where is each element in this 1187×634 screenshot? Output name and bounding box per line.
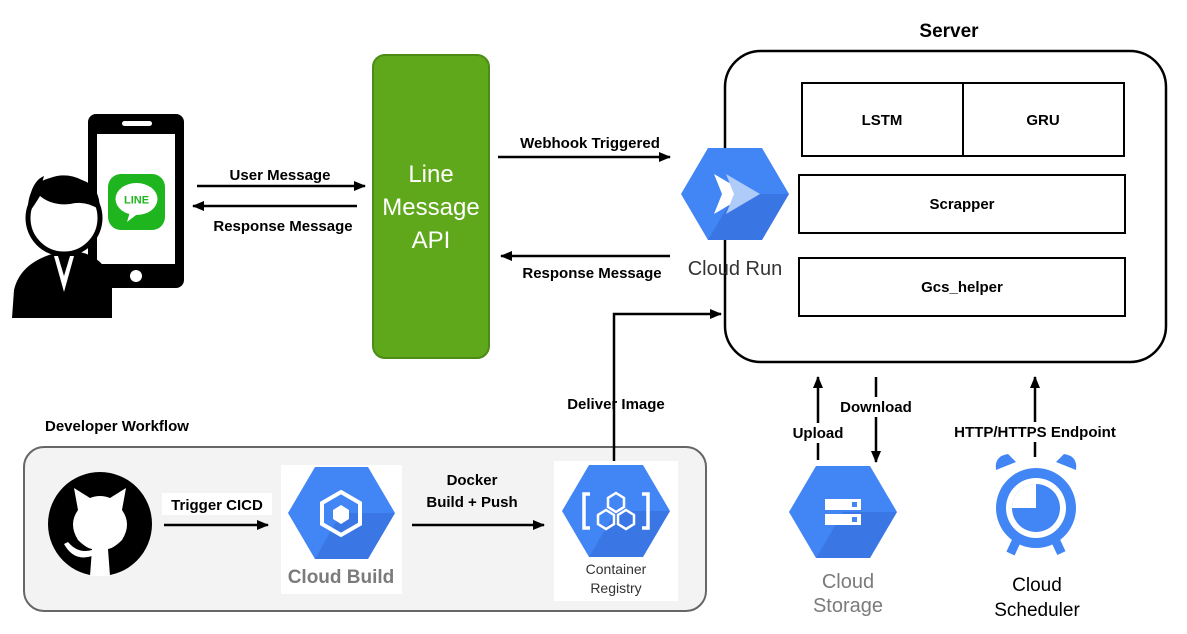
cloud-build-label: Cloud Build — [288, 567, 395, 588]
cloud-build-node: Cloud Build — [281, 465, 402, 594]
developer-workflow-box: Trigger CICD Cloud Build Docker Build + … — [23, 446, 707, 612]
response-message-right-label: Response Message — [522, 265, 661, 282]
module-lstm: LSTM — [801, 82, 964, 157]
response-message-right-connection: Response Message — [500, 251, 670, 282]
container-registry-node: Container Registry — [554, 461, 678, 601]
module-gcs-helper-label: Gcs_helper — [921, 279, 1003, 296]
trigger-cicd-connection: Trigger CICD — [162, 493, 272, 530]
download-connection: Download — [831, 377, 919, 463]
response-message-left-label: Response Message — [213, 218, 352, 235]
developer-workflow-title: Developer Workflow — [45, 418, 189, 435]
line-api-title-line1: Line — [408, 161, 453, 188]
line-message-api-box: Line Message API — [372, 54, 490, 359]
user-message-label: User Message — [230, 167, 331, 184]
module-scrapper-label: Scrapper — [929, 196, 994, 213]
module-gru-label: GRU — [1026, 112, 1059, 129]
module-gcs-helper: Gcs_helper — [798, 257, 1126, 317]
cloud-storage-label-line1: Cloud — [822, 571, 874, 593]
line-api-title-line3: API — [412, 227, 451, 254]
cloud-build-icon — [288, 467, 395, 559]
docker-label-line1: Docker — [447, 472, 498, 489]
http-endpoint-label: HTTP/HTTPS Endpoint — [954, 424, 1116, 441]
cloud-run-label: Cloud Run — [688, 258, 783, 280]
module-lstm-label: LSTM — [862, 112, 903, 129]
webhook-triggered-label: Webhook Triggered — [520, 135, 660, 152]
cloud-storage-label-line2: Storage — [813, 595, 883, 617]
user-with-phone: LINE — [12, 114, 184, 318]
upload-connection: Upload — [785, 376, 851, 460]
module-gru: GRU — [962, 82, 1125, 157]
trigger-cicd-label: Trigger CICD — [171, 497, 263, 514]
line-api-title-line2: Message — [382, 194, 479, 221]
docker-label-line2: Build + Push — [426, 494, 517, 511]
server-title: Server — [919, 21, 979, 42]
cloud-scheduler-label-line2: Scheduler — [994, 600, 1080, 621]
container-registry-icon — [562, 465, 670, 557]
cloud-scheduler-node: Cloud Scheduler — [994, 454, 1080, 621]
response-message-left-connection: Response Message — [192, 201, 357, 235]
cloud-scheduler-label-line1: Cloud — [1012, 575, 1062, 596]
cloud-scheduler-icon — [995, 454, 1077, 556]
line-app-icon: LINE — [108, 174, 165, 230]
container-registry-label-line1: Container — [586, 561, 647, 577]
github-icon — [48, 472, 152, 576]
http-endpoint-connection: HTTP/HTTPS Endpoint — [938, 376, 1132, 457]
download-label: Download — [840, 399, 912, 416]
person-icon — [12, 175, 112, 318]
deliver-image-connection: Deliver Image — [567, 309, 722, 461]
cloud-storage-node: Cloud Storage — [789, 466, 897, 617]
cloud-run-node: Cloud Run — [681, 148, 789, 280]
webhook-connection: Webhook Triggered — [498, 135, 671, 162]
user-message-connection: User Message — [197, 167, 366, 191]
server-box: Server LSTM GRU Scrapper Gcs_helper — [723, 21, 1168, 364]
upload-label: Upload — [793, 425, 844, 442]
line-app-badge-text: LINE — [124, 195, 149, 207]
container-registry-label-line2: Registry — [590, 580, 641, 596]
docker-build-push-connection: Docker Build + Push — [412, 472, 545, 530]
module-scrapper: Scrapper — [798, 174, 1126, 234]
deliver-image-label: Deliver Image — [567, 396, 665, 413]
cloud-run-icon — [681, 148, 789, 240]
cloud-storage-icon — [789, 466, 897, 558]
